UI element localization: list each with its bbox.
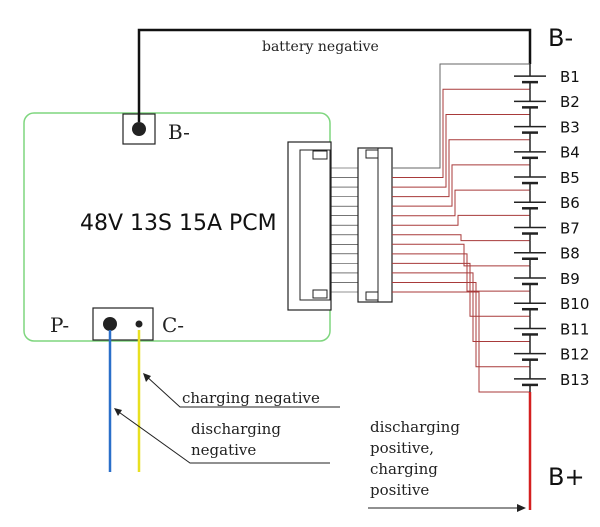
balance-tap-wire [392,164,530,207]
balance-tap-wire [392,88,530,179]
discharging-negative-line-2: negative [191,441,256,459]
balance-wires [331,63,530,393]
cell-label: B11 [560,320,589,338]
charging-negative-leader [144,374,340,408]
p-minus-label: P- [50,313,69,337]
balance-tap-wire [392,189,530,217]
discharging-negative-leader [115,409,330,464]
p-minus-screw-icon [103,317,117,331]
pack-positive-line-1: discharging [370,418,460,436]
battery-negative-label: battery negative [262,39,379,55]
cell-label: B3 [560,118,580,136]
pack-positive-line-4: positive [370,481,429,499]
board-title: 48V 13S 15A PCM [80,211,277,236]
cell-label: B10 [560,295,589,313]
c-minus-label: C- [162,313,184,337]
balance-tap-wire [392,234,530,242]
b-minus-screw-icon [132,122,146,136]
balance-tap-wire [392,139,530,198]
pack-positive-line-2: positive, [370,439,434,457]
c-minus-screw-icon [135,320,143,328]
battery-terminal-positive: B+ [548,463,585,491]
charging-negative-text: charging negative [182,389,320,407]
cell-label: B12 [560,346,589,364]
balance-tap-wire [392,262,530,317]
balance-tap-wire [392,281,530,368]
cell-label: B1 [560,68,580,86]
cell-label: B4 [560,144,580,162]
balance-tap-wire [392,272,530,343]
balance-tap-wire [392,214,530,226]
battery-negative-wire [137,28,532,122]
pack-positive-line-3: charging [370,460,438,478]
p-c-pad [92,307,154,341]
charging-negative-arrow-icon [143,373,151,382]
balance-plug [357,147,393,303]
cell-label: B13 [560,371,589,389]
cell-label: B8 [560,245,580,263]
cell-label: B5 [560,169,580,187]
b-minus-pad-label: B- [168,120,190,144]
balance-tap-wire [392,113,530,188]
pack-positive-arrow-icon [517,504,526,512]
balance-tap-wire [392,63,530,169]
cell-label: B6 [560,194,580,212]
cell-label: B9 [560,270,580,288]
balance-tap-wire [392,291,530,393]
board-balance-socket [287,141,332,311]
cell-label: B7 [560,219,580,237]
battery-terminal-negative: B- [548,24,573,52]
discharging-negative-arrow-icon [114,408,122,416]
discharging-negative-line-1: discharging [191,420,281,438]
balance-tap-wire [392,243,530,267]
cell-label: B2 [560,93,580,111]
